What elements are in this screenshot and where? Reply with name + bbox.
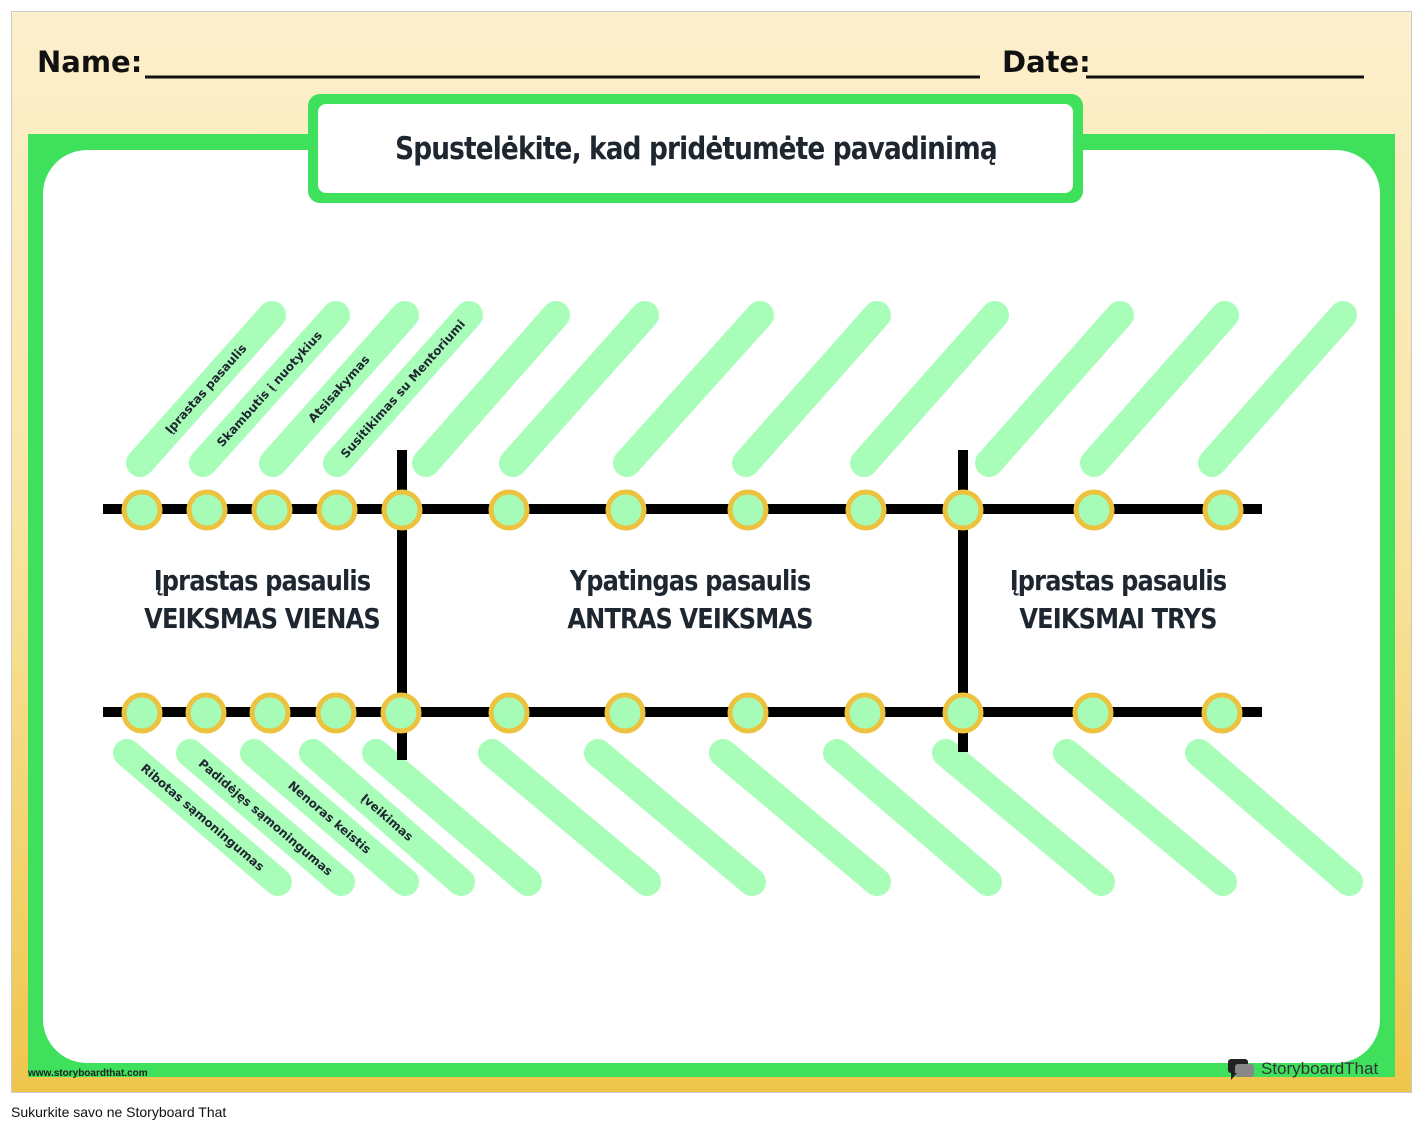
top-stage-node[interactable] [251, 489, 293, 531]
date-label: Date: [1002, 45, 1091, 79]
act-one-name: VEIKSMAS VIENAS [144, 602, 381, 635]
top-stage-bar[interactable] [412, 301, 570, 477]
bottom-stage-node[interactable] [1201, 692, 1243, 734]
act-one-label: Įprastas pasaulis VEIKSMAS VIENAS [82, 562, 442, 638]
bottom-stage-bar[interactable] [113, 739, 292, 896]
top-stage-bar[interactable] [1198, 301, 1357, 477]
bottom-stage-node[interactable] [488, 692, 530, 734]
top-stage-bar[interactable] [259, 301, 419, 477]
bottom-stage-bar[interactable] [1053, 739, 1237, 896]
speech-bubble-icon [1228, 1059, 1254, 1080]
bottom-stage-bar[interactable] [584, 739, 766, 896]
top-stage-node[interactable] [121, 489, 163, 531]
bottom-stage-bar[interactable] [176, 739, 355, 896]
bottom-stage-node[interactable] [1072, 692, 1114, 734]
brand-text: StoryboardThat [1261, 1059, 1379, 1078]
bottom-stage-node[interactable] [380, 692, 422, 734]
bottom-stage-bar[interactable] [299, 739, 475, 896]
title-inner: Spustelėkite, kad pridėtumėte pavadinimą [318, 104, 1073, 193]
bottom-stage-bar[interactable] [240, 739, 419, 896]
bottom-stage-bar[interactable] [478, 739, 661, 896]
top-stage-node[interactable] [1073, 489, 1115, 531]
storyboardthat-logo[interactable]: StoryboardThat [1227, 1057, 1378, 1081]
bottom-stage-bar[interactable] [932, 739, 1115, 896]
top-stage-node[interactable] [1202, 489, 1244, 531]
bottom-stage-node[interactable] [727, 692, 769, 734]
act-three-world: Įprastas pasaulis [1009, 564, 1227, 597]
bottom-stage-node[interactable] [844, 692, 886, 734]
bottom-stage-bar[interactable] [1185, 739, 1363, 896]
top-stage-node[interactable] [942, 489, 984, 531]
top-stage-bar[interactable] [613, 301, 774, 477]
bottom-stage-bar[interactable] [823, 739, 1002, 896]
name-label: Name: [37, 45, 143, 79]
top-stage-node[interactable] [381, 489, 423, 531]
bottom-stage-node[interactable] [121, 692, 163, 734]
top-stage-node[interactable] [605, 489, 647, 531]
top-stage-node[interactable] [488, 489, 530, 531]
top-stage-bar[interactable] [850, 301, 1009, 477]
top-stage-bar[interactable] [732, 301, 891, 477]
top-stage-bar[interactable] [126, 301, 286, 477]
title-box[interactable]: Spustelėkite, kad pridėtumėte pavadinimą [308, 94, 1083, 203]
top-stage-bar[interactable] [323, 301, 483, 477]
act-one-world: Įprastas pasaulis [153, 564, 371, 597]
bottom-stage-bar[interactable] [709, 739, 891, 896]
top-stage-node[interactable] [316, 489, 358, 531]
bottom-stage-bar[interactable] [362, 739, 542, 896]
act-two-label: Ypatingas pasaulis ANTRAS VEIKSMAS [510, 562, 870, 638]
caption: Sukurkite savo ne Storyboard That [11, 1104, 227, 1120]
bottom-stage-node[interactable] [185, 692, 227, 734]
top-stage-node[interactable] [727, 489, 769, 531]
act-two-name: ANTRAS VEIKSMAS [567, 602, 813, 635]
top-stage-bar[interactable] [975, 301, 1134, 477]
top-stage-bar[interactable] [499, 301, 659, 477]
bottom-stage-node[interactable] [249, 692, 291, 734]
bottom-stage-node[interactable] [315, 692, 357, 734]
bottom-stage-node[interactable] [604, 692, 646, 734]
act-two-world: Ypatingas pasaulis [569, 564, 811, 597]
bottom-stage-node[interactable] [942, 692, 984, 734]
act-three-label: Įprastas pasaulis VEIKSMAI TRYS [938, 562, 1298, 638]
top-stage-bar[interactable] [189, 301, 350, 477]
top-stage-bar[interactable] [1080, 301, 1239, 477]
top-stage-node[interactable] [845, 489, 887, 531]
footer-url[interactable]: www.storyboardthat.com [28, 1068, 148, 1079]
top-stage-node[interactable] [186, 489, 228, 531]
page-title[interactable]: Spustelėkite, kad pridėtumėte pavadinimą [394, 130, 998, 167]
act-three-name: VEIKSMAI TRYS [1019, 602, 1217, 635]
